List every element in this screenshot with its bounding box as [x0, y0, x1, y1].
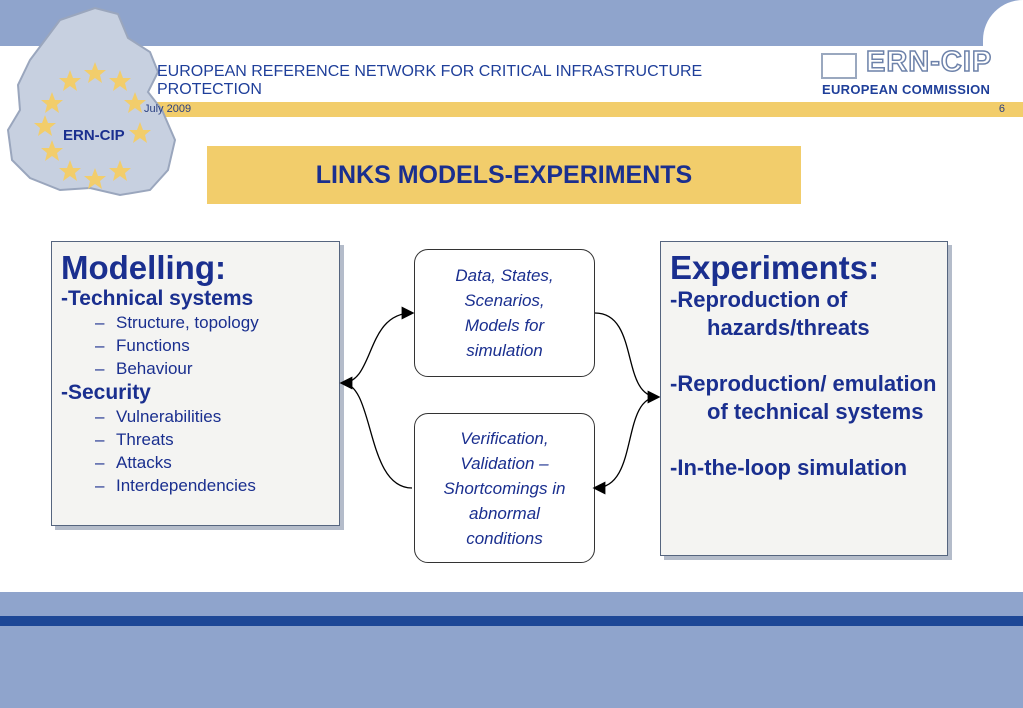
header-yellow-bar	[140, 102, 1023, 117]
star-icon	[109, 160, 131, 181]
europe-map-logo: ERN-CIP	[6, 6, 177, 197]
logo-text: ERN-CIP	[865, 45, 993, 79]
eu-flag-icon	[821, 53, 857, 79]
experiments-heading: Experiments:	[670, 249, 880, 286]
arrow-right-to-bottom	[592, 396, 659, 495]
star-icon	[84, 62, 106, 83]
footer-band-bottom	[0, 626, 1023, 708]
list-item: Interdependencies	[61, 474, 259, 497]
modelling-card: Modelling: -Technical systems Structure,…	[51, 241, 340, 526]
slide-title: LINKS MODELS-EXPERIMENTS	[315, 160, 693, 189]
security-heading: -Security	[61, 381, 151, 404]
verification-link-text: Verification, Validation – Shortcomings …	[443, 428, 566, 548]
star-icon	[129, 122, 151, 143]
modelling-heading: Modelling:	[61, 249, 226, 286]
star-icon	[59, 160, 81, 181]
arrow-top-to-right	[594, 312, 661, 404]
arrow-bottom-to-left	[339, 376, 413, 489]
footer-band-light	[0, 592, 1023, 616]
technical-systems-heading: -Technical systems	[61, 287, 254, 310]
experiments-card: Experiments: -Reproduction of hazards/th…	[660, 241, 948, 556]
list-item: Behaviour	[61, 357, 259, 380]
star-icon	[41, 140, 63, 161]
star-icon	[84, 168, 106, 189]
map-label: ERN-CIP	[63, 127, 125, 144]
data-link-text: Data, States, Scenarios, Models for simu…	[455, 266, 554, 360]
star-icon	[41, 92, 63, 113]
logo-subtext: EUROPEAN COMMISSION	[822, 82, 991, 97]
slide-date: July 2009	[144, 103, 192, 115]
data-link-box: Data, States, Scenarios, Models for simu…	[414, 249, 595, 377]
star-icon	[34, 115, 56, 136]
star-ring	[34, 62, 151, 189]
top-band	[0, 0, 1023, 46]
list-item: -Reproduction of hazards/threats	[670, 287, 870, 340]
slide-title-box: LINKS MODELS-EXPERIMENTS	[207, 146, 801, 204]
star-icon	[109, 70, 131, 91]
europe-map-shape	[6, 6, 177, 197]
star-icon	[124, 92, 146, 113]
list-item: -Reproduction/ emulation of technical sy…	[670, 371, 937, 424]
star-icon	[59, 70, 81, 91]
list-item: Structure, topology	[61, 311, 259, 334]
footer-band-dark	[0, 616, 1023, 626]
list-item: -In-the-loop simulation	[670, 455, 908, 480]
page-number: 6	[998, 103, 1005, 115]
arrow-left-to-top	[341, 306, 415, 384]
list-item: Functions	[61, 334, 259, 357]
verification-link-box: Verification, Validation – Shortcomings …	[414, 413, 595, 563]
organization-title: EUROPEAN REFERENCE NETWORK FOR CRITICAL …	[157, 63, 703, 98]
ern-cip-logo: ERN-CIP EUROPEAN COMMISSION	[818, 45, 1008, 100]
list-item: Threats	[61, 428, 259, 451]
list-item: Attacks	[61, 451, 259, 474]
list-item: Vulnerabilities	[61, 405, 259, 428]
